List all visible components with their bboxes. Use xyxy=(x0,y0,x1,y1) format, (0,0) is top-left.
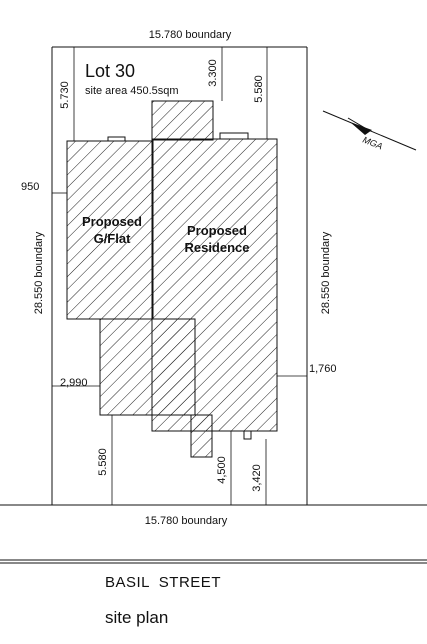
lower-left-setback-label: 2,990 xyxy=(60,377,88,389)
lower-rear-setback-label: 5.580 xyxy=(97,448,109,476)
boundary-bottom-label: 15.780 boundary xyxy=(145,515,228,527)
street-name: BASIL STREET xyxy=(105,574,221,591)
rear-setback-a-label: 4,500 xyxy=(216,456,228,484)
residence-front-setback-label: 3.300 xyxy=(207,59,219,87)
flat-label-line-1: Proposed xyxy=(82,214,142,229)
residence-upper-block xyxy=(151,100,214,141)
building-footprints xyxy=(66,100,278,458)
lower-block xyxy=(99,318,196,416)
flat-window xyxy=(107,136,126,142)
boundary-right-label: 28.550 boundary xyxy=(320,231,332,314)
flat-side-setback-label: 950 xyxy=(21,181,39,193)
residence-label-line-2: Residence xyxy=(184,240,249,255)
street-lines xyxy=(0,559,427,564)
residence-window xyxy=(219,132,249,140)
rear-setback-b-label: 3,420 xyxy=(251,464,263,492)
north-label: MGA xyxy=(361,135,384,152)
residence-side-setback-label: 5.580 xyxy=(253,75,265,103)
plan-caption: site plan xyxy=(105,608,168,627)
flat-front-setback-label: 5.730 xyxy=(59,81,71,109)
residence-right-setback-label: 1,760 xyxy=(309,363,337,375)
site-area-label: site area 450.5sqm xyxy=(85,85,179,97)
flat-block xyxy=(66,140,154,320)
boundary-top-label: 15.780 boundary xyxy=(149,29,232,41)
flat-label-line-2: G/Flat xyxy=(94,231,132,246)
dimension-lines xyxy=(52,46,307,506)
north-arrow: MGA xyxy=(322,110,417,152)
lot-label: Lot 30 xyxy=(85,61,135,81)
boundary-left-label: 28.550 boundary xyxy=(33,231,45,314)
entry-block xyxy=(190,414,213,458)
residence-label-line-1: Proposed xyxy=(187,223,247,238)
step-block xyxy=(243,430,252,440)
